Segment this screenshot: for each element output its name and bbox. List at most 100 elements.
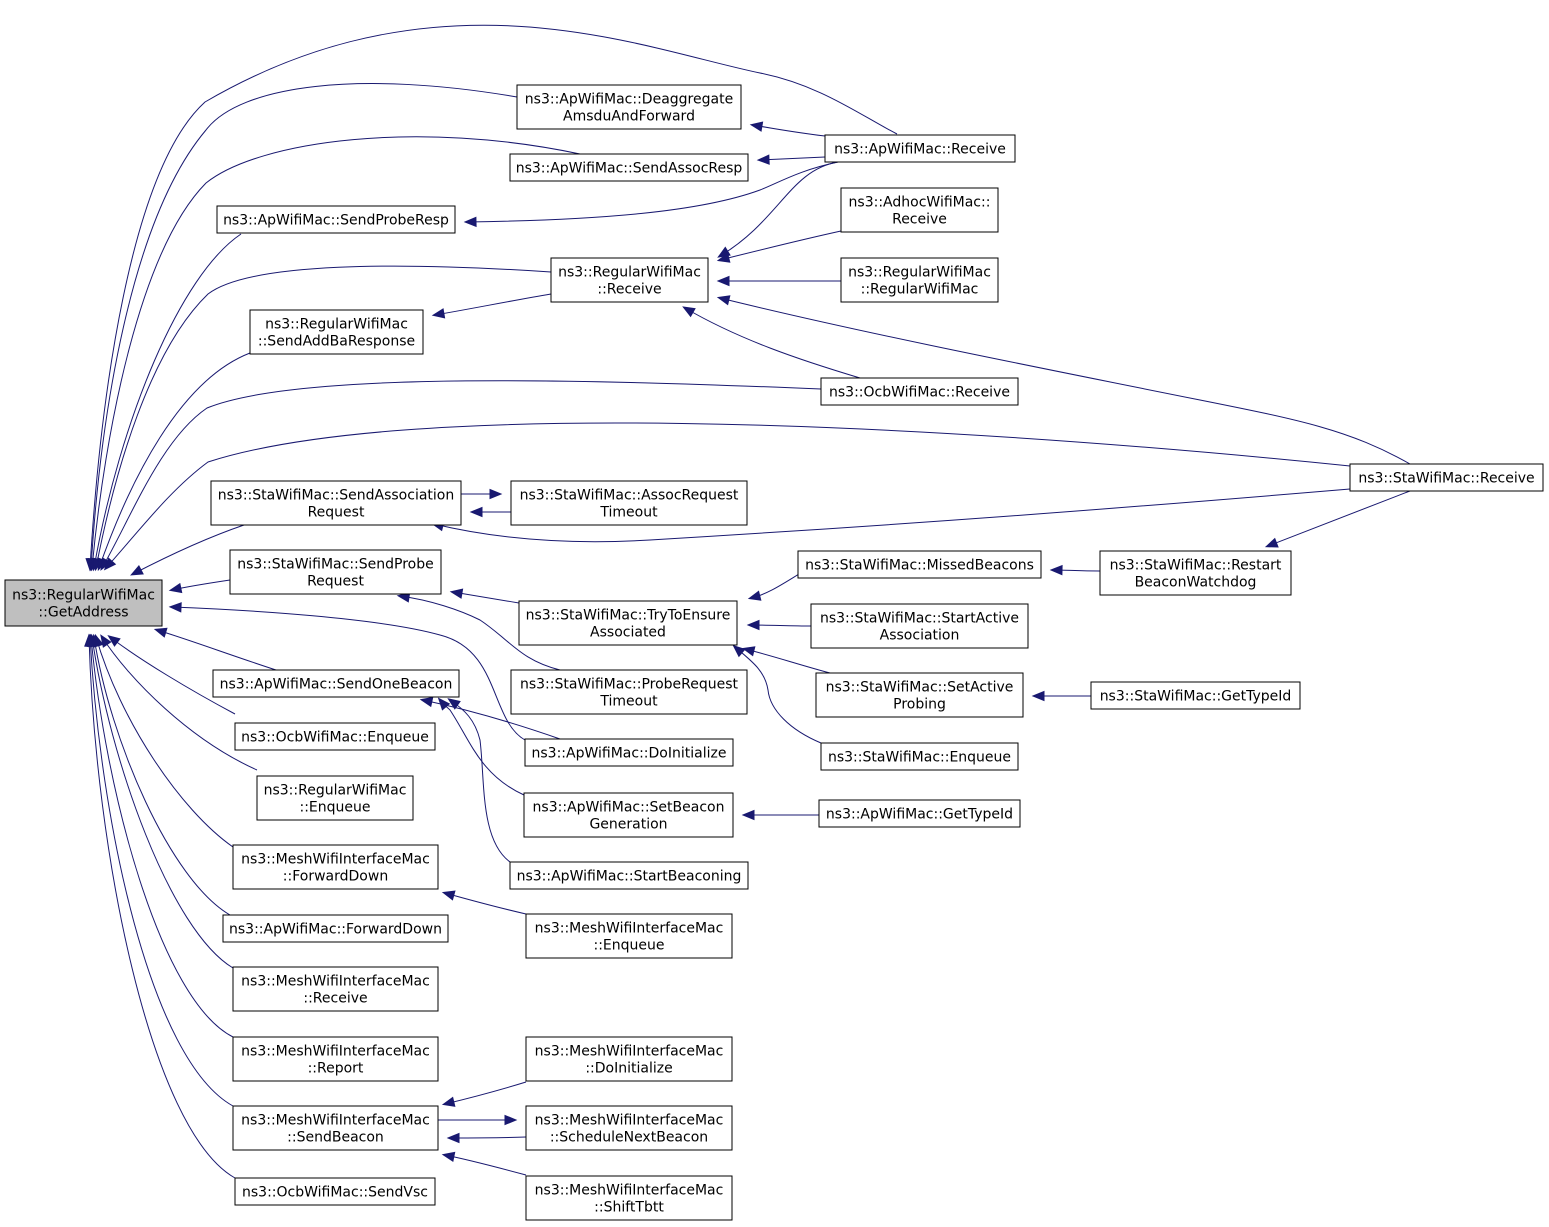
arrowhead	[437, 697, 451, 711]
node-ap-gettypeid[interactable]: ns3::ApWifiMac::GetTypeId	[818, 799, 1021, 828]
node-box	[509, 861, 749, 890]
node-sta-gettypeid[interactable]: ns3::StaWifiMac::GetTypeId	[1090, 681, 1301, 710]
node-rwm-ctor[interactable]: ns3::RegularWifiMac::RegularWifiMac	[840, 257, 999, 303]
edge-n_sendonebeacon-to-root	[153, 627, 277, 671]
root-node[interactable]: ns3::RegularWifiMac::GetAddress	[4, 579, 163, 627]
node-rwm-receive[interactable]: ns3::RegularWifiMac::Receive	[550, 257, 709, 303]
node-startbeaconing[interactable]: ns3::ApWifiMac::StartBeaconing	[509, 861, 749, 890]
arrowhead	[732, 644, 746, 658]
edges-layer	[84, 24, 1411, 1179]
edge-n_ocb_enqueue-to-root	[107, 635, 236, 715]
node-ocb-sendvsc[interactable]: ns3::OcbWifiMac::SendVsc	[234, 1177, 436, 1206]
edge-line	[719, 297, 1411, 465]
node-box	[820, 377, 1019, 406]
arrowhead	[441, 1096, 456, 1107]
node-label: ns3::AdhocWifiMac::	[849, 195, 991, 211]
node-rwm-enqueue[interactable]: ns3::RegularWifiMac::Enqueue	[256, 775, 414, 821]
node-label: ns3::ApWifiMac::ForwardDown	[229, 922, 442, 938]
node-label: ns3::StaWifiMac::GetTypeId	[1100, 689, 1292, 705]
edge-n_ap_doinit-to-root	[168, 602, 526, 741]
node-label: ::RegularWifiMac	[861, 282, 979, 298]
node-label: Timeout	[599, 505, 658, 521]
arrowhead	[716, 295, 731, 306]
node-mesh-fwddown[interactable]: ns3::MeshWifiInterfaceMac::ForwardDown	[232, 844, 439, 890]
node-ap-doinit[interactable]: ns3::ApWifiMac::DoInitialize	[524, 738, 734, 767]
node-box	[824, 134, 1016, 163]
edge-line	[444, 1154, 527, 1176]
node-label: ns3::MeshWifiInterfaceMac	[241, 1044, 430, 1060]
edge-line	[95, 636, 234, 848]
node-mesh-doinit[interactable]: ns3::MeshWifiInterfaceMac::DoInitialize	[525, 1036, 733, 1082]
node-label: ns3::StaWifiMac::SetActive	[826, 680, 1014, 696]
node-label: ns3::ApWifiMac::SendAssocResp	[516, 161, 743, 177]
node-mesh-shifttbtt[interactable]: ns3::MeshWifiInterfaceMac::ShiftTbtt	[525, 1175, 733, 1221]
node-box	[818, 799, 1021, 828]
arrowhead	[756, 154, 770, 165]
node-box	[1099, 550, 1292, 596]
arrowhead	[419, 696, 434, 708]
edge-line	[90, 636, 234, 1038]
edge-line	[719, 161, 839, 257]
node-label: ::ScheduleNextBeacon	[550, 1130, 708, 1146]
edge-n_ap_receive-to-root	[85, 24, 898, 572]
node-mesh-receive[interactable]: ns3::MeshWifiInterfaceMac::Receive	[232, 966, 439, 1012]
node-sendproberesp[interactable]: ns3::ApWifiMac::SendProbeResp	[216, 205, 456, 234]
node-box	[232, 1036, 439, 1082]
edge-line	[434, 293, 552, 316]
arrowhead	[447, 698, 461, 710]
node-sta-enqueue[interactable]: ns3::StaWifiMac::Enqueue	[820, 742, 1019, 771]
node-label: ::Receive	[303, 991, 367, 1007]
edge-line	[449, 699, 511, 863]
edge-n_restartbeacon-to-n_missedbeacons	[1049, 564, 1101, 576]
node-label: ns3::StaWifiMac::Receive	[1358, 471, 1534, 487]
node-label: ns3::StaWifiMac::SendProbe	[237, 557, 433, 573]
arrowhead	[716, 275, 730, 287]
edge-n_adhoc_receive-to-n_rwm_receive	[716, 230, 842, 263]
node-sendonebeacon[interactable]: ns3::ApWifiMac::SendOneBeacon	[212, 669, 460, 698]
node-mesh-report[interactable]: ns3::MeshWifiInterfaceMac::Report	[232, 1036, 439, 1082]
node-label: ns3::MeshWifiInterfaceMac	[535, 1044, 724, 1060]
node-label: Probing	[893, 697, 946, 713]
node-sendassocresp[interactable]: ns3::ApWifiMac::SendAssocResp	[509, 153, 749, 182]
node-box	[229, 549, 442, 595]
node-ap-receive[interactable]: ns3::ApWifiMac::Receive	[824, 134, 1016, 163]
node-ocb-enqueue[interactable]: ns3::OcbWifiMac::Enqueue	[234, 722, 436, 751]
node-ocb-receive[interactable]: ns3::OcbWifiMac::Receive	[820, 377, 1019, 406]
node-box	[523, 792, 734, 838]
edge-line	[95, 265, 552, 569]
arrowhead	[107, 635, 121, 647]
node-adhoc-receive[interactable]: ns3::AdhocWifiMac::Receive	[840, 187, 999, 233]
node-sta-receive[interactable]: ns3::StaWifiMac::Receive	[1349, 463, 1544, 492]
node-mesh-schedule[interactable]: ns3::MeshWifiInterfaceMac::ScheduleNextB…	[525, 1105, 733, 1151]
node-label: ns3::StaWifiMac::AssocRequest	[520, 488, 739, 504]
edge-line	[1267, 490, 1411, 547]
node-ap-fwddown[interactable]: ns3::ApWifiMac::ForwardDown	[222, 914, 449, 943]
node-mesh-enqueue[interactable]: ns3::MeshWifiInterfaceMac::Enqueue	[525, 913, 733, 959]
arrowhead	[431, 308, 446, 319]
edge-line	[98, 352, 251, 569]
node-label: ns3::RegularWifiMac	[12, 588, 155, 604]
node-label: ns3::MeshWifiInterfaceMac	[535, 1113, 724, 1129]
node-mesh-sendbeacon[interactable]: ns3::MeshWifiInterfaceMac::SendBeacon	[232, 1105, 439, 1151]
arrowhead	[504, 1114, 518, 1126]
node-box	[510, 669, 748, 715]
node-box	[797, 550, 1042, 579]
edge-n_setactiveprobing-to-n_trytoensure	[741, 646, 831, 674]
node-box	[1349, 463, 1544, 492]
node-label: Timeout	[599, 694, 658, 710]
node-sendaddba[interactable]: ns3::RegularWifiMac::SendAddBaResponse	[249, 309, 424, 355]
node-deagg[interactable]: ns3::ApWifiMac::DeaggregateAmsduAndForwa…	[516, 84, 742, 130]
edge-n_mesh_receive-to-root	[88, 633, 234, 969]
node-missedbeacons[interactable]: ns3::StaWifiMac::MissedBeacons	[797, 550, 1042, 579]
arrowhead	[682, 306, 696, 318]
edge-n_mesh_sendbeacon-to-root	[85, 633, 234, 1107]
